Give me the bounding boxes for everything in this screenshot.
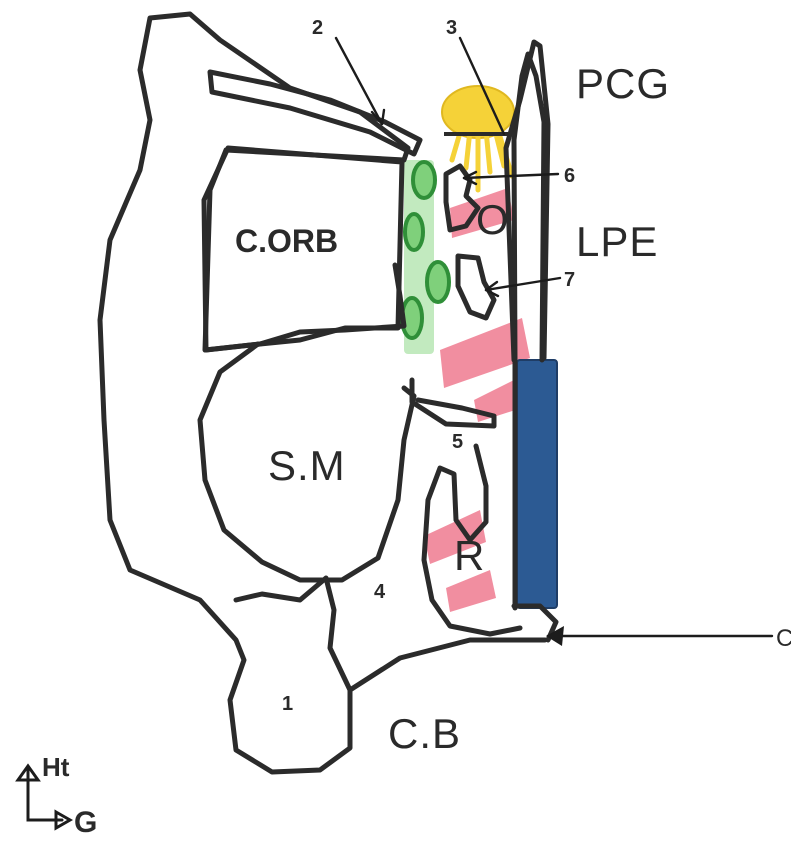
label-lpe: LPE bbox=[576, 218, 658, 265]
base-line bbox=[236, 578, 556, 690]
green-cell-3 bbox=[427, 262, 449, 302]
label-r: R bbox=[454, 532, 485, 579]
leader-7 bbox=[486, 278, 560, 290]
green-cell-1 bbox=[413, 162, 435, 198]
green-cells bbox=[402, 160, 449, 354]
label-edge-mark: C bbox=[776, 625, 791, 652]
label-up: Ht bbox=[42, 752, 70, 782]
label-sm: S.M bbox=[268, 442, 346, 489]
label-o: O bbox=[476, 196, 510, 243]
label-2: 2 bbox=[312, 17, 323, 39]
label-cb: C.B bbox=[388, 710, 461, 757]
upper-canal bbox=[210, 72, 420, 154]
label-4: 4 bbox=[374, 581, 386, 603]
label-1: 1 bbox=[282, 693, 293, 715]
yellow-structure bbox=[442, 86, 514, 190]
label-3: 3 bbox=[446, 17, 457, 39]
green-cell-2 bbox=[405, 214, 423, 250]
blue-column bbox=[517, 360, 557, 608]
label-5: 5 bbox=[452, 431, 463, 453]
label-corb: C.ORB bbox=[235, 223, 338, 259]
label-7: 7 bbox=[564, 269, 575, 291]
label-pcg: PCG bbox=[576, 60, 670, 107]
label-right: G bbox=[74, 806, 97, 839]
label-6: 6 bbox=[564, 165, 575, 187]
